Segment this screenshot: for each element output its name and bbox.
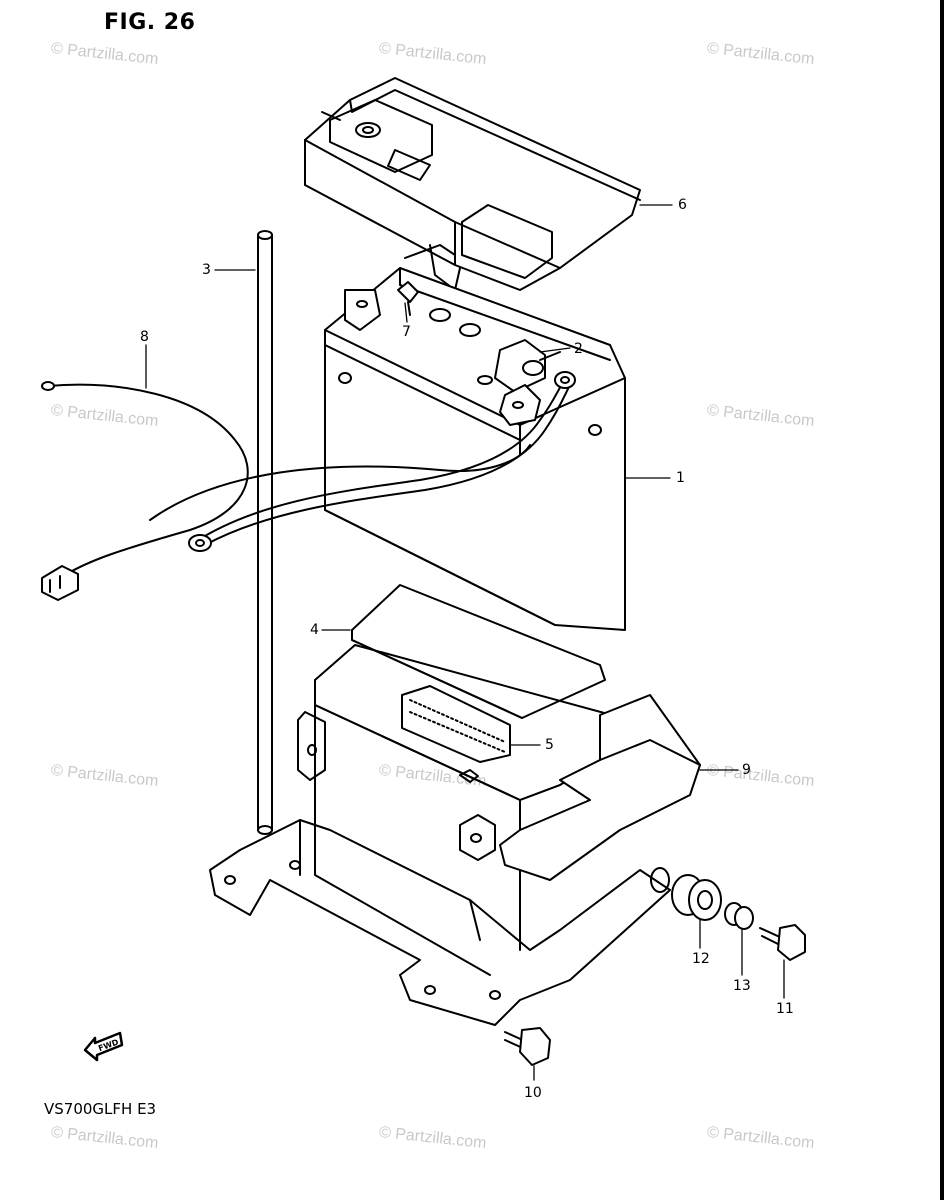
callout-8[interactable]: 8 [140,329,149,345]
part-7-terminal-bolt[interactable] [398,282,418,315]
callout-5[interactable]: 5 [545,737,554,753]
callout-7[interactable]: 7 [402,324,411,340]
part-3-breather-tube[interactable] [258,231,272,834]
part-13-collar[interactable] [725,903,753,929]
part-8-wire-harness[interactable] [42,372,575,600]
callout-6[interactable]: 6 [678,197,687,213]
battery-holder-case[interactable] [210,645,670,1025]
part-2-terminal-bolt[interactable] [523,352,560,375]
callout-10[interactable]: 10 [524,1085,542,1101]
leader-lines [146,205,784,1080]
part-4-battery-pad[interactable] [352,585,605,718]
callout-1[interactable]: 1 [676,470,685,486]
callout-4[interactable]: 4 [310,622,319,638]
part-9-plate[interactable] [500,695,700,880]
callout-11[interactable]: 11 [776,1001,794,1017]
part-12-grommet[interactable] [672,875,721,920]
page-edge-border [940,0,944,1200]
figure-title: FIG. 26 [104,10,196,35]
callout-12[interactable]: 12 [692,951,710,967]
fwd-arrow-icon: FWD [85,1033,122,1060]
model-code: VS700GLFH E3 [44,1100,157,1118]
part-1-battery[interactable] [325,245,625,630]
part-10-bolt[interactable] [505,1028,550,1065]
callout-9[interactable]: 9 [742,762,751,778]
callout-3[interactable]: 3 [202,262,211,278]
callout-13[interactable]: 13 [733,978,751,994]
callout-2[interactable]: 2 [574,341,583,357]
part-5-cushion[interactable] [402,686,510,762]
part-11-bolt[interactable] [760,925,805,960]
part-6-battery-cover[interactable] [305,78,640,290]
